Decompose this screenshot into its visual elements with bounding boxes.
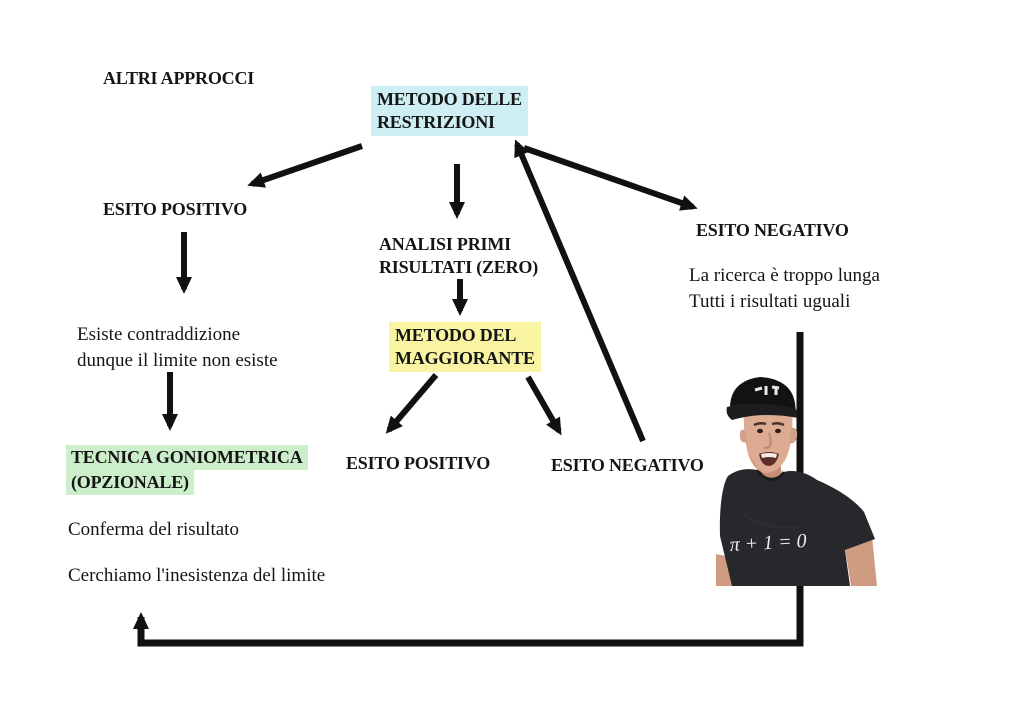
person-brows (753, 421, 785, 427)
arrow-maggiorante-to-esito-positivo (385, 373, 439, 434)
node-esito-positivo-bottom: ESITO POSITIVO (346, 453, 491, 473)
tshirt-formula-text: π + 1 = 0 (729, 530, 807, 556)
node-maggiorante-line1: METODO DEL (395, 325, 517, 345)
person-teeth (761, 453, 777, 458)
cap-logo-marks (754, 385, 780, 395)
person-right-arm (845, 536, 877, 586)
person-cap-brim (726, 403, 798, 420)
note-cerchiamo: Cerchiamo l'inesistenza del limite (68, 565, 326, 586)
arrow-restrizioni-to-esito-negativo (523, 145, 698, 211)
node-esito-positivo-left: ESITO POSITIVO (103, 199, 248, 219)
note-contraddizione-line2: dunque il limite non esiste (77, 350, 278, 371)
note-esito-negativo-line1: La ricerca è troppo lunga (689, 265, 880, 286)
person-face (743, 410, 793, 473)
note-contraddizione: Esiste contraddizione dunque il limite n… (77, 322, 278, 374)
node-metodo-restrizioni-line1: METODO DELLE (377, 89, 522, 109)
node-maggiorante-line2: MAGGIORANTE (395, 348, 535, 368)
node-analisi-primi-risultati: ANALISI PRIMI RISULTATI (ZERO) (379, 233, 538, 279)
person-nose (763, 432, 772, 449)
node-metodo-restrizioni-line2: RESTRIZIONI (377, 112, 495, 132)
title-altri-approcci: ALTRI APPROCCI (103, 68, 255, 88)
node-metodo-restrizioni: METODO DELLE RESTRIZIONI (371, 86, 528, 136)
node-metodo-maggiorante: METODO DEL MAGGIORANTE (389, 322, 541, 372)
note-conferma: Conferma del risultato (68, 519, 239, 540)
tshirt-fold (743, 513, 799, 529)
person-ear-left (739, 429, 747, 443)
node-analisi-line2: RISULTATI (ZERO) (379, 257, 539, 277)
arrow-maggiorante-to-esito-negativo (525, 375, 562, 436)
node-esito-negativo-bottom: ESITO NEGATIVO (551, 455, 704, 475)
node-tecnica-line1: TECNICA GONIOMETRICA (66, 445, 308, 470)
note-esito-negativo-line2: Tutti i risultati uguali (689, 291, 851, 312)
person-jaw-shade (750, 452, 766, 472)
node-tecnica-goniometrica: TECNICA GONIOMETRICA (OPZIONALE) (66, 445, 308, 495)
note-esito-negativo: La ricerca è troppo lunga Tutti i risult… (689, 263, 880, 315)
node-tecnica-line2: (OPZIONALE) (66, 470, 194, 495)
person-ear-right (789, 427, 798, 444)
tshirt-collar (756, 469, 786, 481)
arrow-esito-negativo-back-to-restrizioni (514, 139, 646, 443)
person-eye-left (757, 428, 763, 434)
person-eye-right (775, 428, 781, 434)
note-contraddizione-line1: Esiste contraddizione (77, 324, 241, 345)
person-photo: π + 1 = 0 (716, 377, 877, 586)
arrow-restrizioni-to-esito-positivo (247, 143, 363, 188)
node-esito-negativo-right: ESITO NEGATIVO (696, 220, 849, 240)
node-analisi-line1: ANALISI PRIMI (379, 234, 511, 254)
